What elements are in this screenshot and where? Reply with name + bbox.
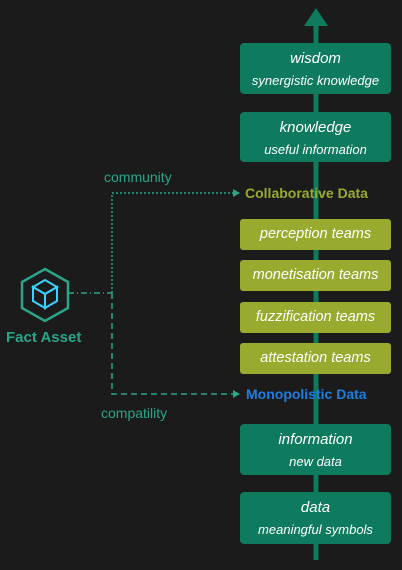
compatility-arrowhead bbox=[233, 390, 240, 398]
box-wisdom-subtitle: synergistic knowledge bbox=[251, 73, 380, 88]
community-label: community bbox=[104, 169, 172, 185]
box-information-subtitle: new data bbox=[289, 454, 342, 469]
box-knowledge-subtitle: useful information bbox=[264, 142, 367, 157]
monopolistic-data-label: Monopolistic Data bbox=[246, 386, 367, 402]
box-information: information new data bbox=[240, 424, 391, 475]
cube-hexagon-icon bbox=[20, 267, 70, 323]
team-attestation: attestation teams bbox=[240, 343, 391, 374]
axis-arrowhead bbox=[304, 8, 328, 26]
collaborative-data-label: Collaborative Data bbox=[245, 185, 368, 201]
box-wisdom: wisdom synergistic knowledge bbox=[240, 43, 391, 94]
box-knowledge: knowledge useful information bbox=[240, 112, 391, 162]
box-data: data meaningful symbols bbox=[240, 492, 391, 544]
compatility-connector bbox=[111, 293, 233, 395]
box-data-title: data bbox=[300, 499, 331, 516]
box-data-subtitle: meaningful symbols bbox=[258, 522, 373, 537]
community-connector bbox=[111, 192, 233, 293]
team-perception: perception teams bbox=[240, 219, 391, 250]
box-wisdom-title: wisdom bbox=[290, 50, 341, 67]
box-information-title: information bbox=[278, 431, 353, 448]
team-fuzzification: fuzzification teams bbox=[240, 302, 391, 333]
community-arrowhead bbox=[233, 189, 240, 197]
team-monetisation: monetisation teams bbox=[240, 260, 391, 291]
box-knowledge-title: knowledge bbox=[279, 119, 352, 136]
compatility-label: compatility bbox=[101, 405, 168, 421]
fact-asset-label: Fact Asset bbox=[6, 329, 82, 346]
